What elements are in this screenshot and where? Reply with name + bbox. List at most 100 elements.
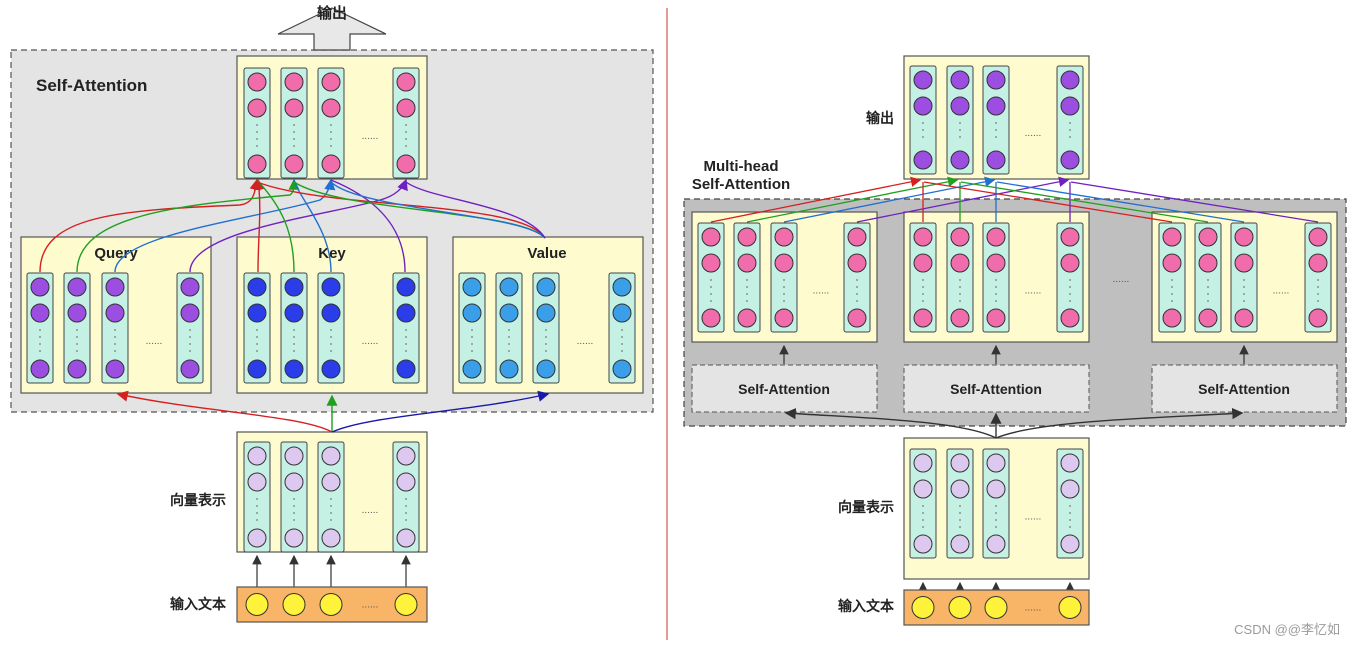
vector-node [321,472,341,492]
right-input-box: ...... [903,589,1090,626]
vector-node [180,359,200,379]
vector-node [950,479,970,499]
input-arrows [252,554,411,590]
vector-node [986,227,1006,247]
vector-column [982,65,1010,175]
vector-node [396,359,416,379]
sa-box-3 [1151,364,1338,413]
vector-node [1198,253,1218,273]
vector-node [913,453,933,473]
vector-node [30,359,50,379]
vector-column [909,65,937,175]
vector-node [499,277,519,297]
vector-node [1198,227,1218,247]
vector-node [284,277,304,297]
left-vector-box: ...... [236,431,428,553]
vector-column [982,222,1010,333]
vector-node [180,303,200,323]
vector-node [247,98,267,118]
vector-node [321,72,341,92]
vector-node [701,253,721,273]
vector-node [396,528,416,548]
left-qkv-arrows [116,390,550,433]
vector-column [1056,448,1084,559]
key-label: Key [318,245,346,262]
vector-column [946,448,974,559]
vector-node [986,479,1006,499]
vector-column [243,272,271,384]
vector-node [247,72,267,92]
vector-node [847,253,867,273]
vector-column [1056,65,1084,175]
vector-node [105,303,125,323]
vector-node [462,359,482,379]
vector-node [1234,308,1254,328]
vector-node [913,534,933,554]
vector-node [247,446,267,466]
vector-node [913,96,933,116]
vector-node [774,227,794,247]
vector-node [913,227,933,247]
vector-node [396,472,416,492]
vector-node [321,277,341,297]
query-box: ...... [20,236,212,394]
vector-node [701,308,721,328]
vector-node [986,96,1006,116]
ellipsis-text: ...... [813,286,830,297]
query-label: Query [94,245,138,262]
vector-node [612,359,632,379]
vector-column [1158,222,1186,333]
vector-node [986,308,1006,328]
vector-node [284,359,304,379]
multihead-label-line1: Multi-head [704,158,779,175]
sa-label-1: Self-Attention [738,381,830,397]
vector-column [101,272,129,384]
vector-column [770,222,798,333]
right-sa-arrows [779,344,1249,364]
vector-node [284,528,304,548]
right-input-label: 输入文本 [838,598,895,614]
ellipsis-text: ...... [362,131,379,142]
watermark: CSDN @@李忆如 [1234,622,1340,637]
vector-node [950,534,970,554]
vector-node [986,453,1006,473]
vector-node [913,308,933,328]
key-box: ...... [236,236,428,394]
vector-node [396,72,416,92]
value-box: ...... [452,236,644,394]
vector-node [284,154,304,174]
sa-label-3: Self-Attention [1198,381,1290,397]
input-token-node [948,596,972,619]
vector-node [612,277,632,297]
vector-node [284,472,304,492]
vector-node [737,308,757,328]
vector-column [909,448,937,559]
vector-node [1060,308,1080,328]
vector-column [608,272,636,384]
head-box-2: ...... [903,211,1090,343]
input-token-node [282,593,306,616]
ellipsis-text: ...... [362,600,379,611]
vector-node [986,253,1006,273]
vector-node [950,453,970,473]
vector-node [284,72,304,92]
right-head-curves [710,176,1319,223]
vector-node [30,303,50,323]
vector-column [280,441,308,553]
vector-column [1194,222,1222,333]
vector-column [982,448,1010,559]
ellipsis-text: ...... [362,505,379,516]
vector-node [913,150,933,170]
vector-node [321,528,341,548]
left-attention-curves [39,178,546,273]
vector-node [321,446,341,466]
vector-node [247,359,267,379]
vector-node [499,303,519,323]
vector-node [950,308,970,328]
vector-column [392,441,420,553]
vector-node [1234,227,1254,247]
vector-node [284,446,304,466]
vector-node [1060,479,1080,499]
vector-node [950,253,970,273]
